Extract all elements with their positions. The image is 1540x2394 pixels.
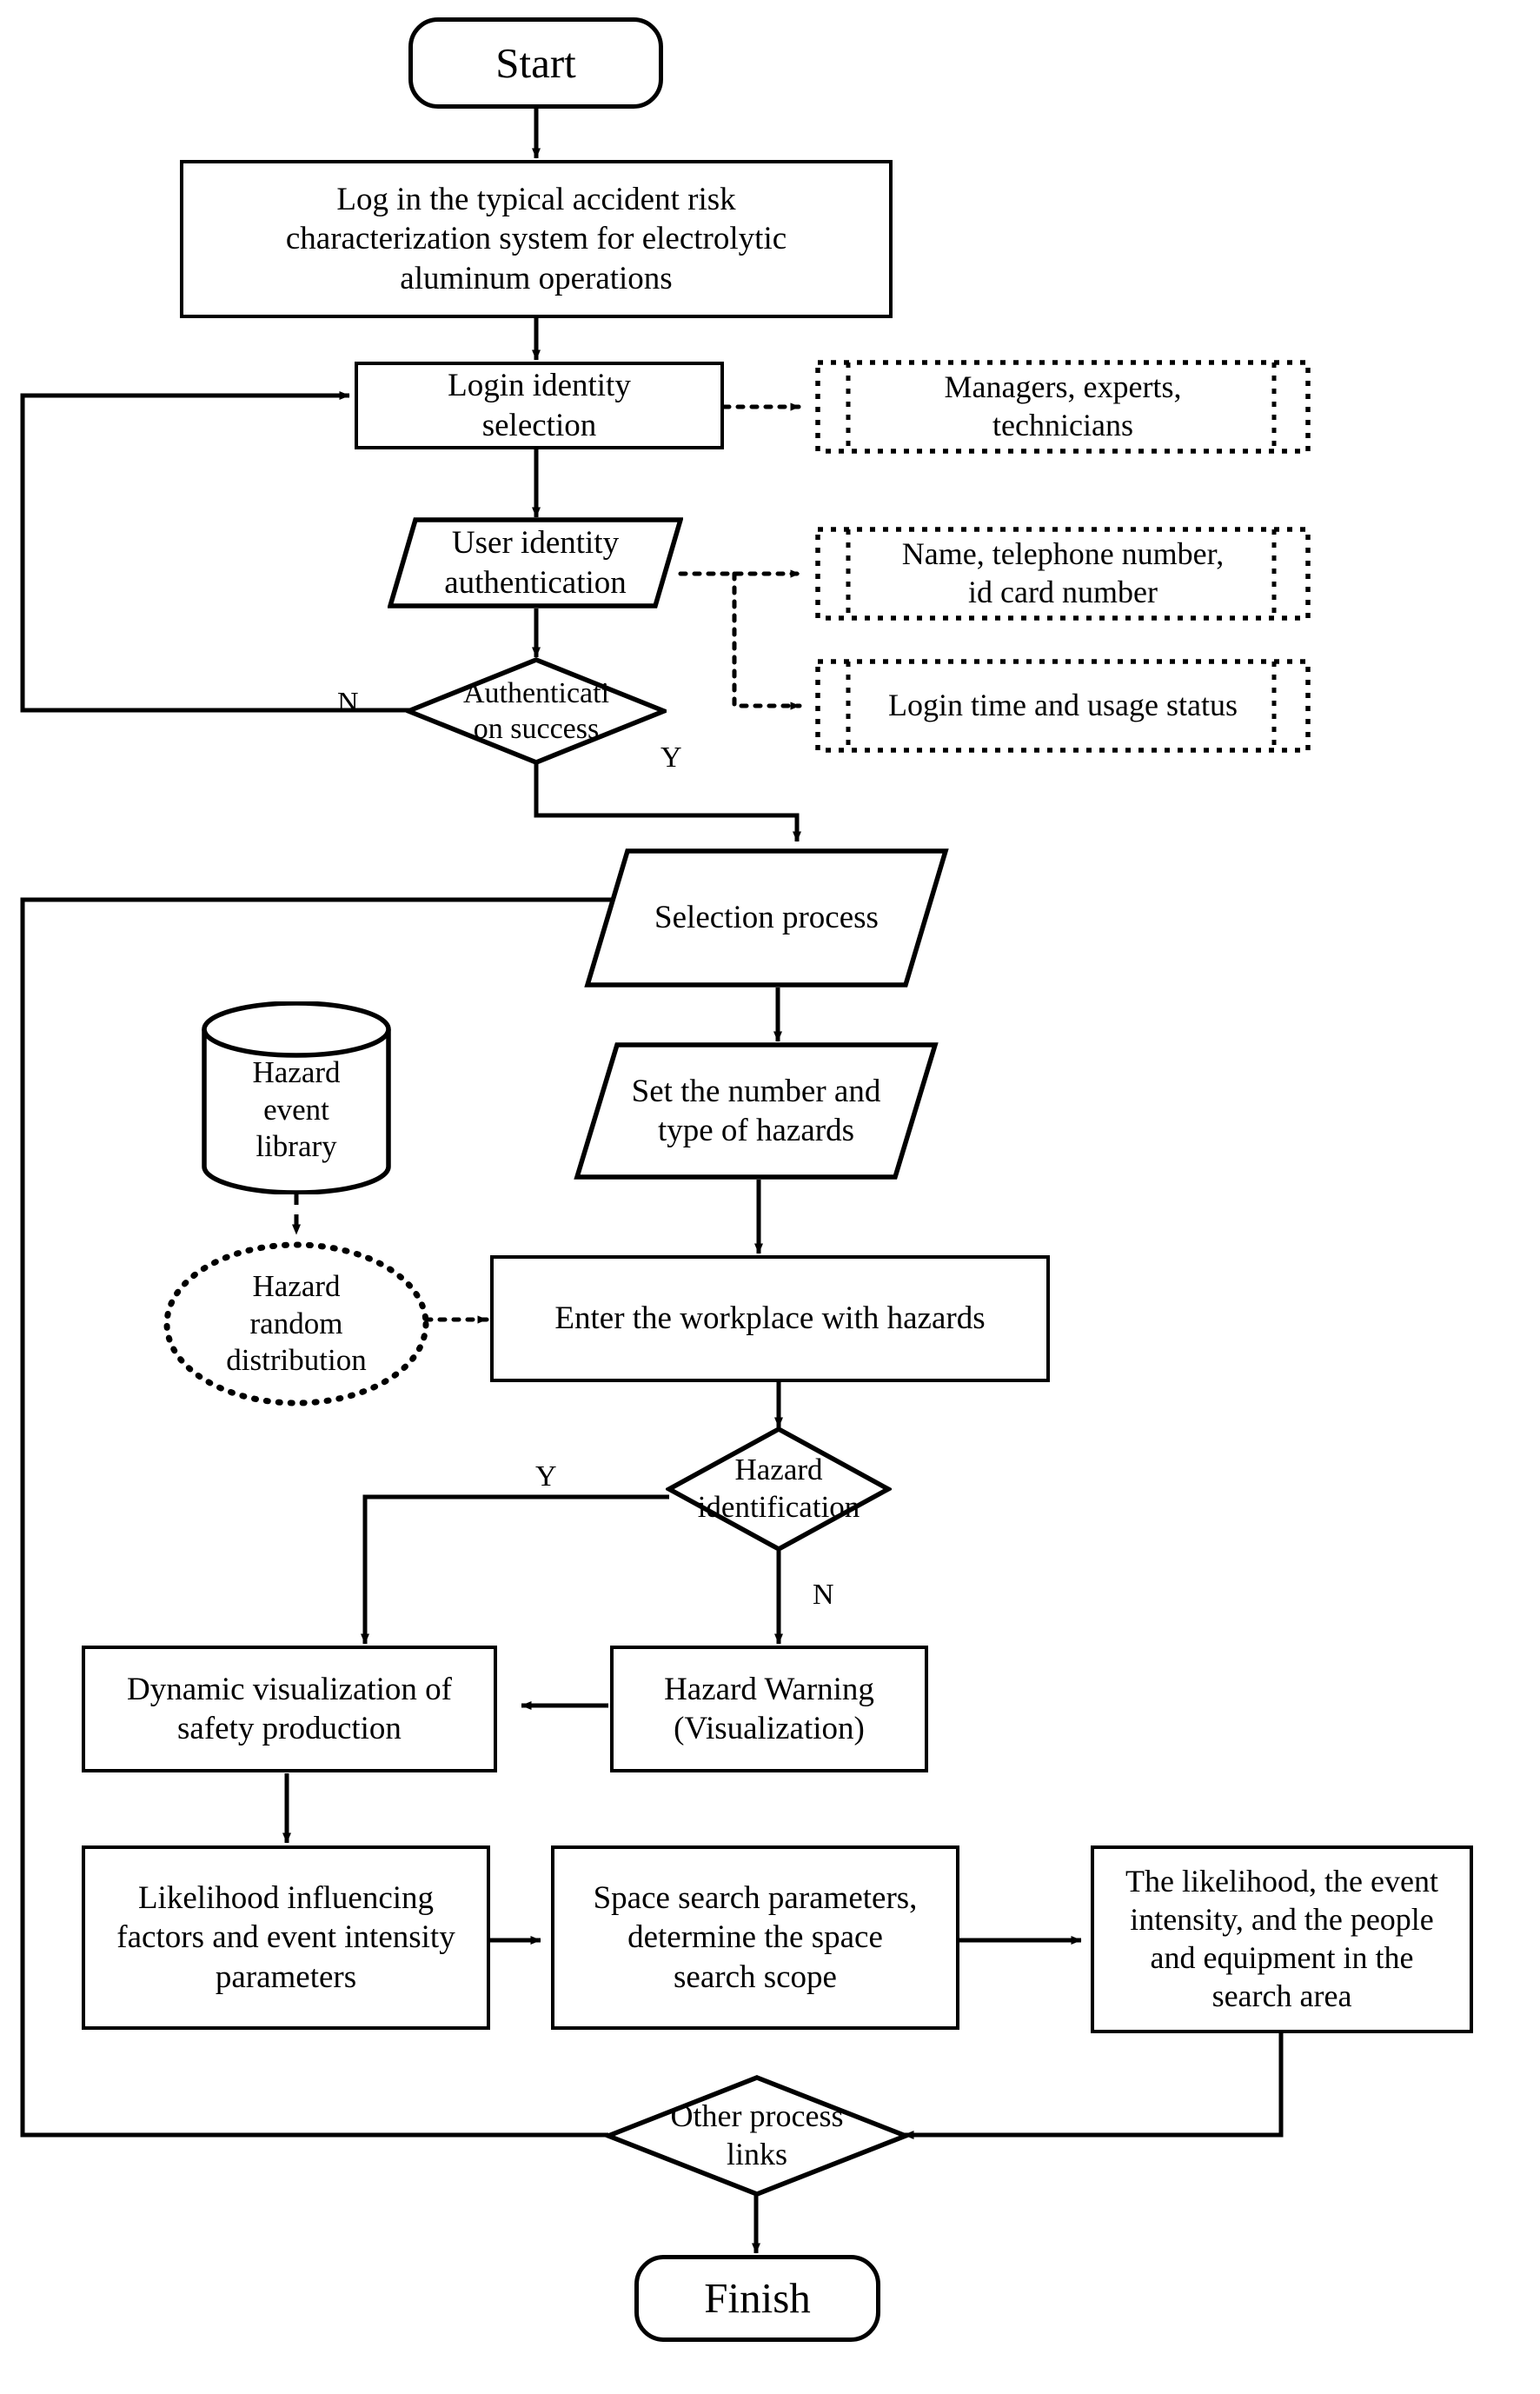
node-login-system-label: Log in the typical accident risk charact… [277, 180, 795, 297]
hazard-id-line2: identification [697, 1490, 860, 1524]
node-hazard-random-distribution[interactable]: Hazard random distribution [163, 1241, 429, 1406]
note-fields-line1: Name, telephone number, [901, 536, 1225, 572]
diamond-shape [605, 2075, 909, 2197]
edge-label-auth-yes: Y [660, 741, 682, 774]
node-authentication-success-label: Authenticati on success [455, 675, 618, 748]
space-line3: search scope [674, 1958, 837, 1995]
node-user-identity-authentication[interactable]: User identity authentication [388, 517, 683, 608]
set-num-line1: Set the number and [631, 1073, 881, 1109]
other-line2: links [726, 2137, 787, 2171]
node-hazard-event-library[interactable]: Hazard event library [200, 1001, 393, 1194]
node-enter-workplace-label: Enter the workplace with hazards [554, 1300, 986, 1337]
people-line4: search area [1211, 1978, 1352, 2013]
auth-ok-line2: on success [473, 713, 600, 745]
predefined-process-dashed-shape [815, 360, 1311, 454]
node-dynamic-visualization-label: Dynamic visualization of safety producti… [118, 1670, 461, 1748]
node-selection-process[interactable]: Selection process [584, 848, 949, 988]
node-hazard-identification-label: Hazard identification [689, 1452, 869, 1526]
people-line1: The likelihood, the event [1125, 1864, 1438, 1899]
node-login-identity-selection-label: Login identity selection [439, 366, 640, 444]
node-people-equipment-label: The likelihood, the event intensity, and… [1117, 1863, 1447, 2016]
other-line1: Other process [670, 2098, 844, 2134]
node-space-search-parameters[interactable]: Space search parameters, determine the s… [551, 1845, 959, 2030]
random-line1: Hazard [252, 1268, 341, 1303]
set-num-line2: type of hazards [657, 1113, 854, 1148]
ellipse-dotted-shape [163, 1241, 429, 1406]
note-managers-experts-technicians: Managers, experts, technicians [815, 360, 1311, 454]
login-system-line3: aluminum operations [400, 260, 673, 296]
node-set-number-type-hazards[interactable]: Set the number and type of hazards [574, 1041, 939, 1180]
diamond-shape [406, 657, 667, 765]
node-start[interactable]: Start [408, 17, 663, 109]
random-line2: random [249, 1306, 343, 1340]
node-space-search-label: Space search parameters, determine the s… [585, 1879, 926, 1996]
note-roles-line2: technicians [992, 408, 1133, 442]
library-line3: library [256, 1129, 337, 1164]
node-likelihood-label: Likelihood influencing factors and event… [108, 1879, 463, 1996]
node-login-identity-selection[interactable]: Login identity selection [355, 362, 724, 449]
edge-label-hazard-yes: Y [535, 1460, 557, 1493]
note-name-telephone-idcard: Name, telephone number, id card number [815, 527, 1311, 621]
predefined-process-dashed-shape [815, 527, 1311, 621]
space-line2: determine the space [627, 1919, 883, 1956]
node-enter-workplace-with-hazards[interactable]: Enter the workplace with hazards [490, 1255, 1050, 1382]
node-selection-process-label: Selection process [654, 900, 879, 936]
library-line2: event [263, 1092, 329, 1127]
node-set-number-label: Set the number and type of hazards [623, 1072, 890, 1150]
likelihood-line1: Likelihood influencing [137, 1880, 435, 1917]
parallelogram-shape [388, 517, 683, 608]
library-line1: Hazard [252, 1054, 341, 1089]
login-system-line1: Log in the typical accident risk [336, 182, 736, 218]
node-hazard-identification[interactable]: Hazard identification [666, 1426, 892, 1553]
auth-ok-line1: Authenticati [462, 676, 610, 709]
dynamic-line1: Dynamic visualization of [126, 1671, 452, 1707]
space-line1: Space search parameters, [593, 1880, 918, 1917]
node-other-process-links[interactable]: Other process links [605, 2074, 909, 2198]
auth-line1: User identity [451, 525, 620, 562]
warning-line1: Hazard Warning [664, 1671, 874, 1707]
edge-label-auth-no: N [337, 687, 359, 719]
node-hazard-warning-label: Hazard Warning (Visualization) [655, 1670, 883, 1748]
warning-line2: (Visualization) [674, 1711, 865, 1746]
predefined-process-dashed-shape [815, 659, 1311, 753]
random-line3: distribution [226, 1343, 367, 1378]
node-hazard-library-label: Hazard event library [243, 1030, 348, 1166]
node-login-system[interactable]: Log in the typical accident risk charact… [180, 160, 893, 318]
node-other-process-links-label: Other process links [662, 2098, 853, 2174]
likelihood-line2: factors and event intensity [116, 1919, 455, 1956]
likelihood-line3: parameters [215, 1958, 357, 1995]
auth-line2: authentication [444, 564, 627, 601]
diamond-shape [666, 1426, 892, 1553]
note-roles-line1: Managers, experts, [944, 369, 1182, 405]
node-user-identity-authentication-label: User identity authentication [435, 523, 635, 602]
node-likelihood-influencing-factors[interactable]: Likelihood influencing factors and event… [82, 1845, 490, 2030]
edge-label-hazard-no: N [813, 1579, 834, 1611]
identity-line2: selection [481, 407, 597, 443]
dynamic-line2: safety production [177, 1711, 402, 1746]
parallelogram-shape [584, 848, 949, 988]
hazard-id-line1: Hazard [734, 1453, 823, 1487]
node-dynamic-visualization[interactable]: Dynamic visualization of safety producti… [82, 1646, 497, 1772]
node-hazard-warning[interactable]: Hazard Warning (Visualization) [610, 1646, 928, 1772]
cylinder-shape [202, 1001, 391, 1194]
people-line3: and equipment in the [1150, 1940, 1414, 1975]
note-fields-line2: id card number [968, 575, 1158, 609]
node-start-label: Start [495, 38, 576, 87]
node-likelihood-event-intensity-people[interactable]: The likelihood, the event intensity, and… [1091, 1845, 1473, 2033]
node-hazard-random-label: Hazard random distribution [217, 1268, 375, 1380]
node-finish-label: Finish [704, 2274, 811, 2323]
note-login-time-usage-status: Login time and usage status [815, 659, 1311, 753]
node-finish[interactable]: Finish [634, 2255, 880, 2342]
identity-line1: Login identity [448, 368, 631, 404]
parallelogram-shape [574, 1042, 939, 1180]
node-authentication-success[interactable]: Authenticati on success [406, 657, 667, 765]
note-name-label: Name, telephone number, id card number [893, 535, 1232, 612]
note-managers-label: Managers, experts, technicians [936, 369, 1191, 445]
login-system-line2: characterization system for electrolytic [285, 221, 787, 257]
note-login-time-label: Login time and usage status [888, 688, 1238, 723]
people-line2: intensity, and the people [1130, 1902, 1434, 1938]
